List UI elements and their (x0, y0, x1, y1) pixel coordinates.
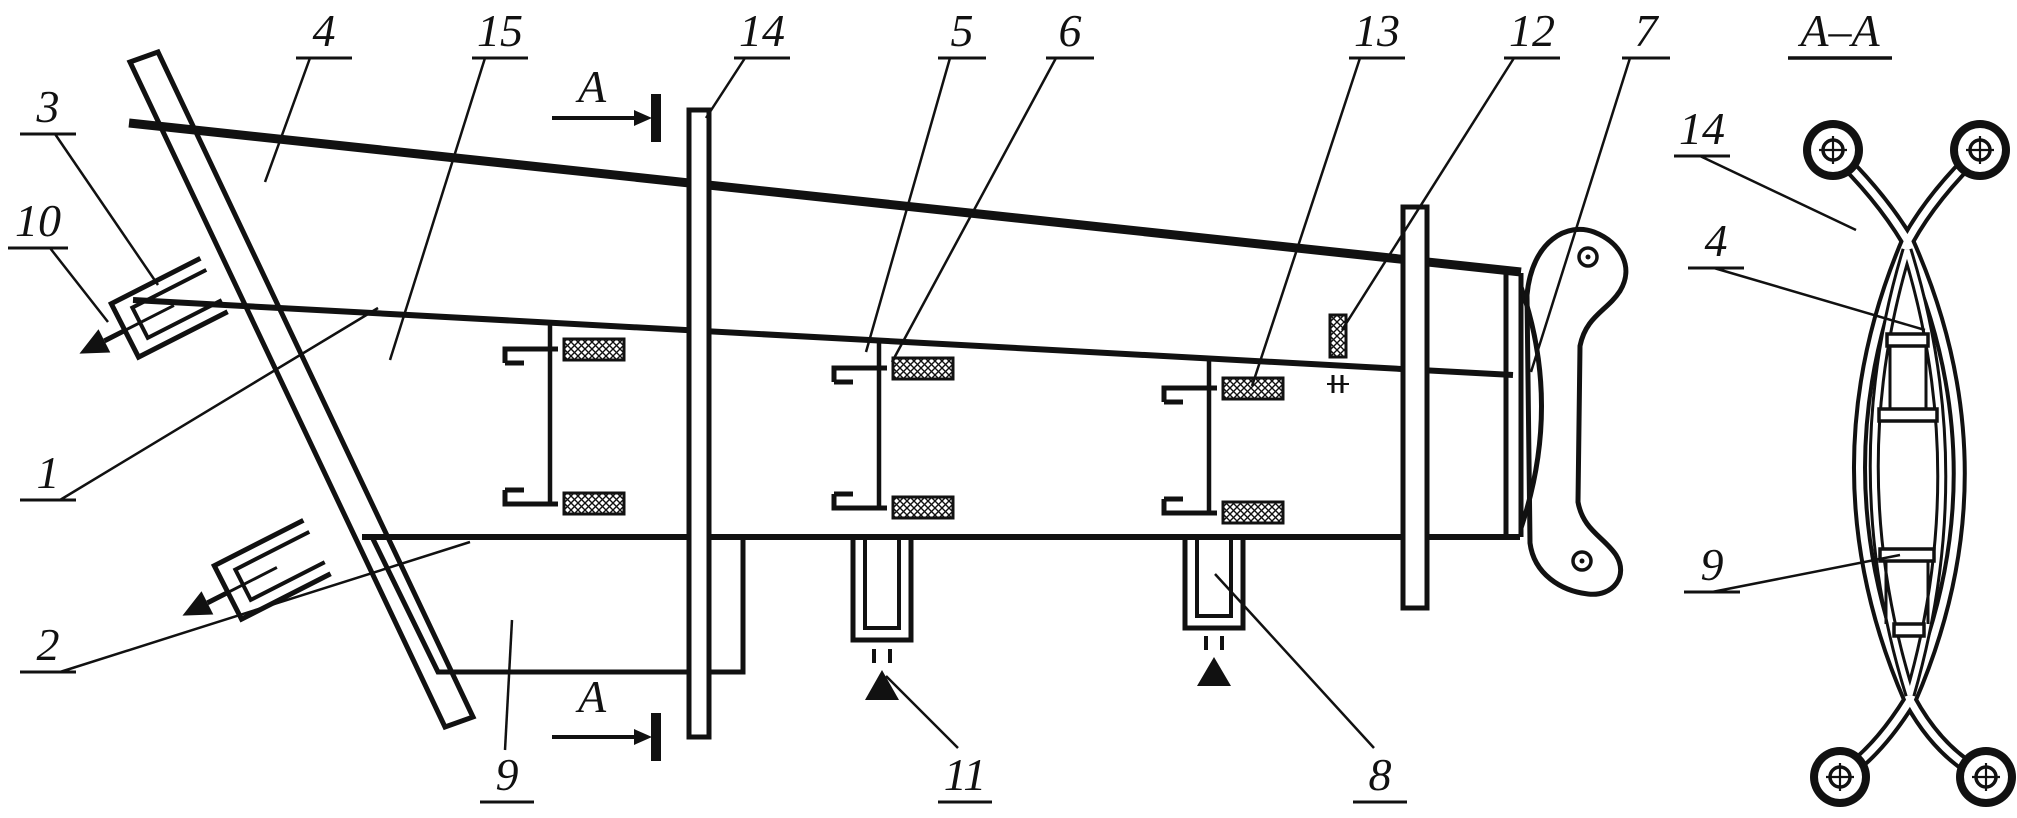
clevis-fitting-11 (850, 537, 914, 700)
callout-10-label: 10 (15, 195, 61, 246)
ladder-rungs (1877, 332, 1939, 638)
section-view (1803, 120, 2016, 807)
callout-9-label: 9 (496, 749, 519, 800)
callout-15: 15 (388, 5, 528, 361)
upper-jack (79, 256, 229, 361)
section-title-label: A–A (1797, 5, 1880, 56)
clevis-fitting-8 (1182, 537, 1246, 686)
callout-1: 1 (20, 306, 379, 502)
section-title: A–A (1788, 5, 1892, 60)
strut-assembly-1 (502, 322, 626, 516)
callout-4-label: 4 (313, 5, 336, 56)
lower-jack (182, 518, 332, 623)
callouts: 3 10 1 2 4 15 (8, 5, 1926, 804)
callout-13-label: 13 (1354, 5, 1400, 56)
callout-6-label: 6 (1059, 5, 1082, 56)
callout-3-label: 3 (36, 81, 60, 132)
callout-sec-14-label: 14 (1679, 103, 1725, 154)
callout-8: 8 (1214, 573, 1407, 804)
callout-sec-4-label: 4 (1705, 215, 1728, 266)
callout-10: 10 (8, 195, 109, 323)
end-bracket-7 (1524, 226, 1629, 597)
callout-5: 5 (864, 5, 986, 353)
outer-straps (1827, 144, 1990, 784)
cut-letter-a-bottom: A (575, 671, 607, 722)
strut-assembly-3 (1161, 361, 1285, 525)
frame-14 (686, 107, 712, 740)
callout-1-label: 1 (37, 447, 60, 498)
callout-13: 13 (1250, 5, 1405, 387)
callout-2-label: 2 (37, 619, 60, 670)
callout-6: 6 (890, 5, 1094, 363)
callout-sec-9: 9 (1684, 539, 1901, 594)
callout-11-label: 11 (944, 749, 987, 800)
callout-12-label: 12 (1509, 5, 1555, 56)
callout-14-label: 14 (739, 5, 785, 56)
callout-12: 12 (1340, 5, 1560, 331)
callout-15-label: 15 (477, 5, 523, 56)
end-cap (1503, 271, 1544, 537)
callout-7: 7 (1529, 5, 1670, 373)
callout-7-label: 7 (1635, 5, 1660, 56)
strut-assembly-2 (831, 341, 955, 520)
middle-edge-line (132, 297, 1514, 378)
inclined-spar (126, 48, 477, 731)
frame-right (1400, 204, 1430, 611)
callout-2: 2 (20, 540, 471, 674)
threaded-element-12 (1327, 313, 1349, 393)
callout-8-label: 8 (1369, 749, 1392, 800)
callout-3: 3 (20, 81, 160, 286)
callout-4: 4 (263, 5, 352, 183)
callout-11: 11 (885, 675, 992, 804)
main-view (79, 48, 1629, 761)
callout-sec-9-label: 9 (1701, 539, 1724, 590)
section-cut-mark-bottom (552, 713, 661, 761)
callout-5-label: 5 (951, 5, 974, 56)
callout-sec-14: 14 (1674, 103, 1857, 232)
cut-letter-a-top: A (575, 61, 607, 112)
callout-9: 9 (480, 619, 534, 804)
callout-14: 14 (704, 5, 790, 119)
bolt-lobes (1803, 120, 2016, 807)
top-edge-line (128, 118, 1522, 277)
section-cut-mark-top (552, 94, 661, 142)
callout-sec-4: 4 (1688, 215, 1926, 332)
